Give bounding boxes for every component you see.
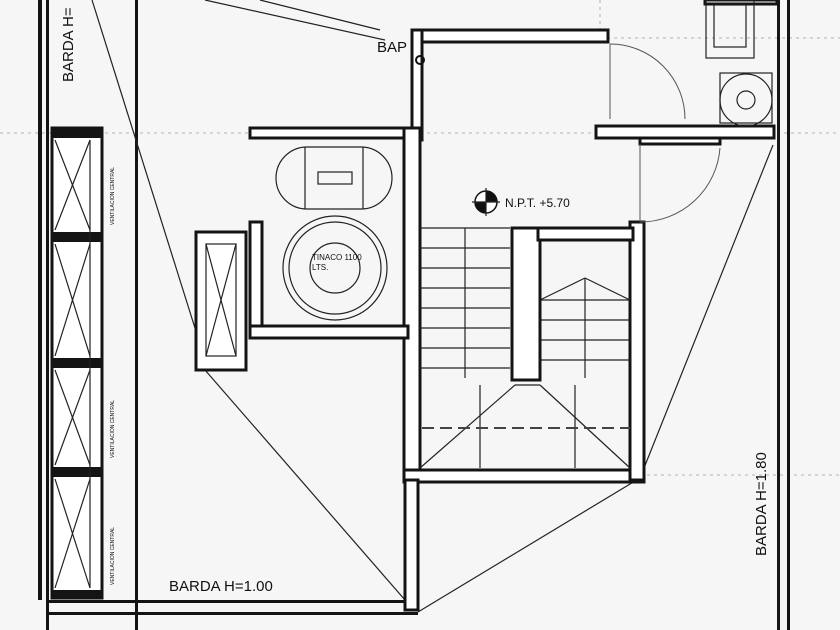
barda-left-label: BARDA H= [60,7,77,82]
barda-right-label: BARDA H=1.80 [753,452,770,556]
bap-label: BAP [377,39,407,56]
ventilation-label-3: VENTILACION CENTRAL [110,527,116,585]
barda-bottom-label: BARDA H=1.00 [169,578,273,595]
tinaco-label-line2: LTS. [312,263,328,272]
water-equipment: TINACO 1100 LTS. [275,146,393,321]
exterior-walls [38,0,790,630]
door-swings [609,43,721,223]
level-marker: N.P.T. +5.70 [472,188,570,216]
bathroom-fixtures [705,0,773,127]
ventilation-label-1: VENTILACION CENTRAL [110,167,116,225]
small-shaft [194,230,248,372]
ventilation-shaft: VENTILACION CENTRAL VENTILACION CENTRAL … [50,126,116,600]
staircase [419,226,635,469]
slope-lines [91,0,774,613]
npt-label: N.P.T. +5.70 [505,196,570,210]
tinaco-label-line1: TINACO 1100 [312,253,362,262]
ventilation-label-2: VENTILACION CENTRAL [110,400,116,458]
interior-walls [248,0,779,612]
